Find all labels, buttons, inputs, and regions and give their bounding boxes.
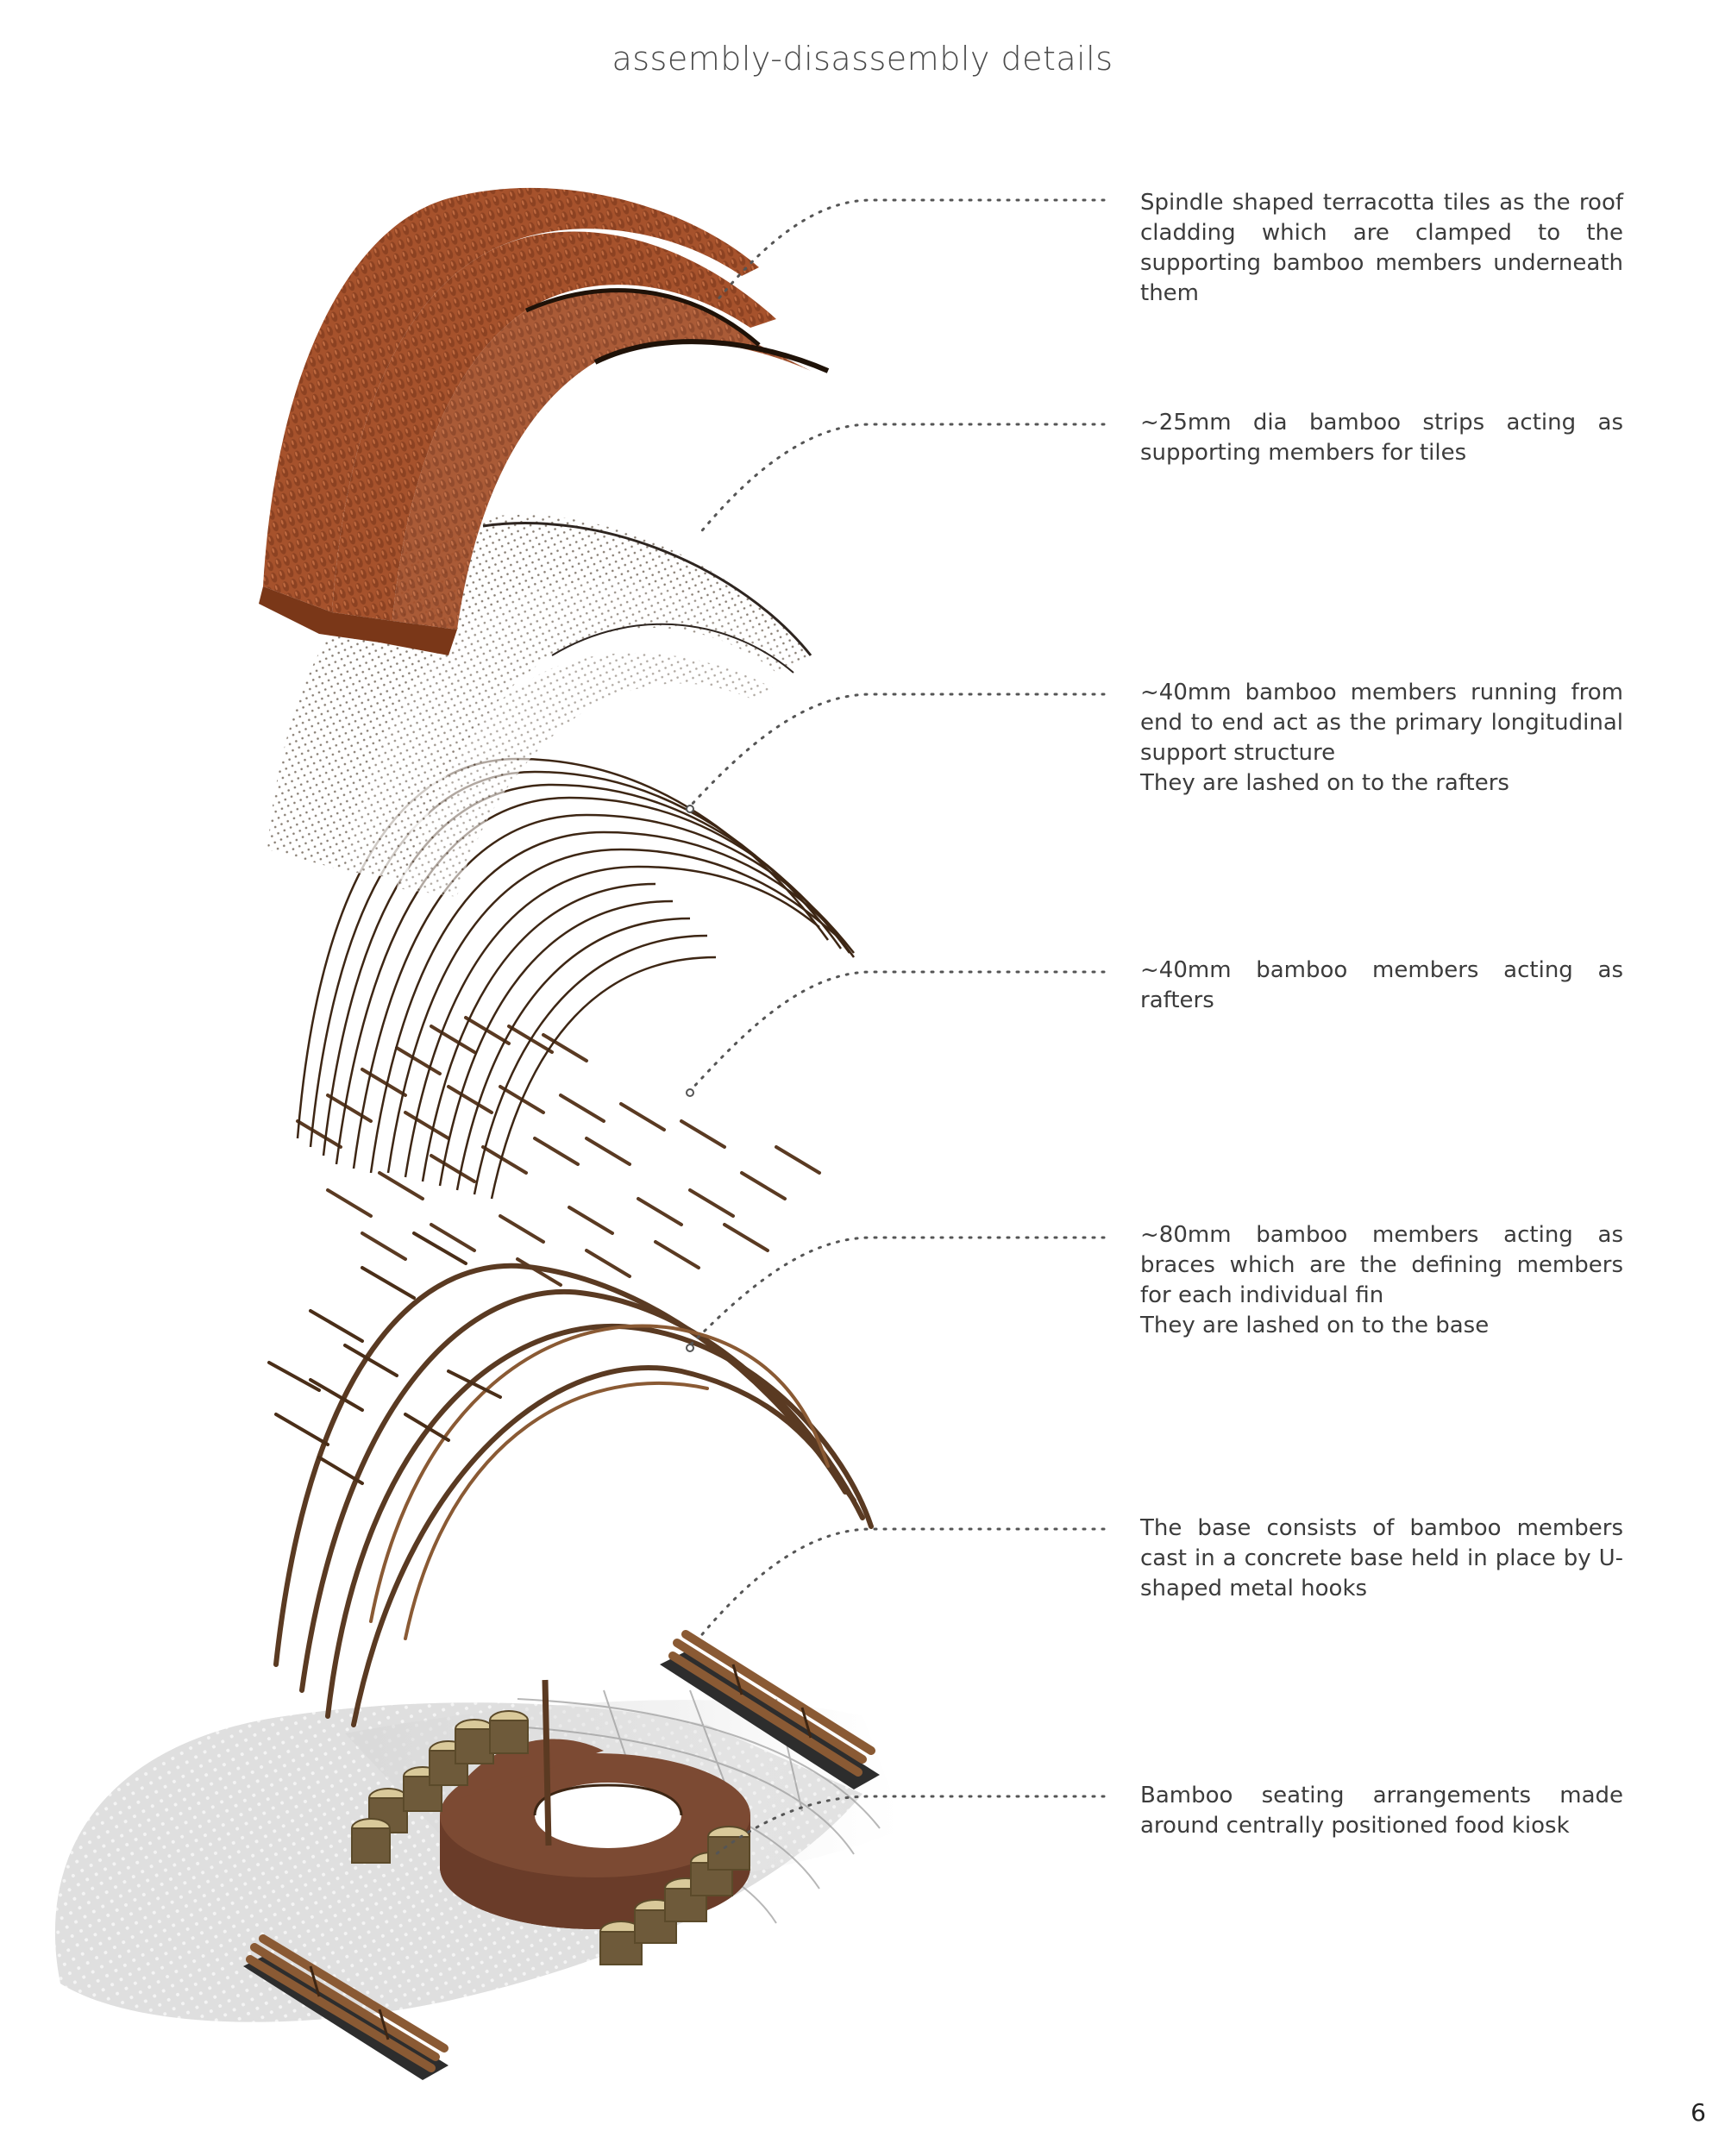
leader-lines [688, 198, 1106, 1856]
terracotta-roof-layer [259, 187, 830, 655]
annotation-braces: ~80mm bamboo members acting as braces wh… [1140, 1220, 1623, 1341]
page-number: 6 [1690, 2098, 1706, 2127]
leader-line-seating [714, 1795, 1106, 1856]
bamboo-rafters-layer [296, 1016, 821, 1287]
annotation-line: They are lashed on to the base [1140, 1313, 1490, 1338]
page-title: assembly-disassembly details [612, 40, 1113, 78]
annotation-line: ~40mm bamboo members acting as rafters [1140, 957, 1623, 1013]
bamboo-seating [351, 1710, 750, 1965]
bamboo-braces-layer [267, 1232, 874, 1727]
annotation-seating: Bamboo seating arrangements made around … [1140, 1781, 1623, 1841]
bamboo-bench-right [660, 1630, 880, 1789]
annotation-line: ~80mm bamboo members acting as braces wh… [1140, 1222, 1623, 1308]
annotation-line: The base consists of bamboo members cast… [1140, 1515, 1623, 1601]
leader-line-braces [688, 1236, 1106, 1347]
leader-line-strips [697, 423, 1106, 536]
bamboo-bench-left [243, 1934, 448, 2080]
annotation-roof-tiles: Spindle shaped terracotta tiles as the r… [1140, 188, 1623, 309]
leader-line-longitudinal [688, 693, 1106, 808]
annotation-line: Bamboo seating arrangements made around … [1140, 1783, 1623, 1839]
leader-line-rafters [688, 970, 1106, 1093]
annotation-line: Spindle shaped terracotta tiles as the r… [1140, 190, 1623, 306]
annotation-line: ~25mm dia bamboo strips acting as suppor… [1140, 410, 1623, 466]
leader-line-base [697, 1527, 1106, 1640]
annotation-rafters: ~40mm bamboo members acting as rafters [1140, 956, 1623, 1016]
leader-line-tiles [714, 198, 1106, 304]
annotation-line: ~40mm bamboo members running from end to… [1140, 680, 1623, 766]
leader-endpoints [686, 805, 694, 1352]
annotation-line: They are lashed on to the rafters [1140, 770, 1509, 796]
annotation-bamboo-strips: ~25mm dia bamboo strips acting as suppor… [1140, 408, 1623, 468]
annotation-base: The base consists of bamboo members cast… [1140, 1514, 1623, 1604]
bamboo-longitudinal-layer [296, 757, 856, 1200]
annotation-longitudinal-members: ~40mm bamboo members running from end to… [1140, 678, 1623, 799]
